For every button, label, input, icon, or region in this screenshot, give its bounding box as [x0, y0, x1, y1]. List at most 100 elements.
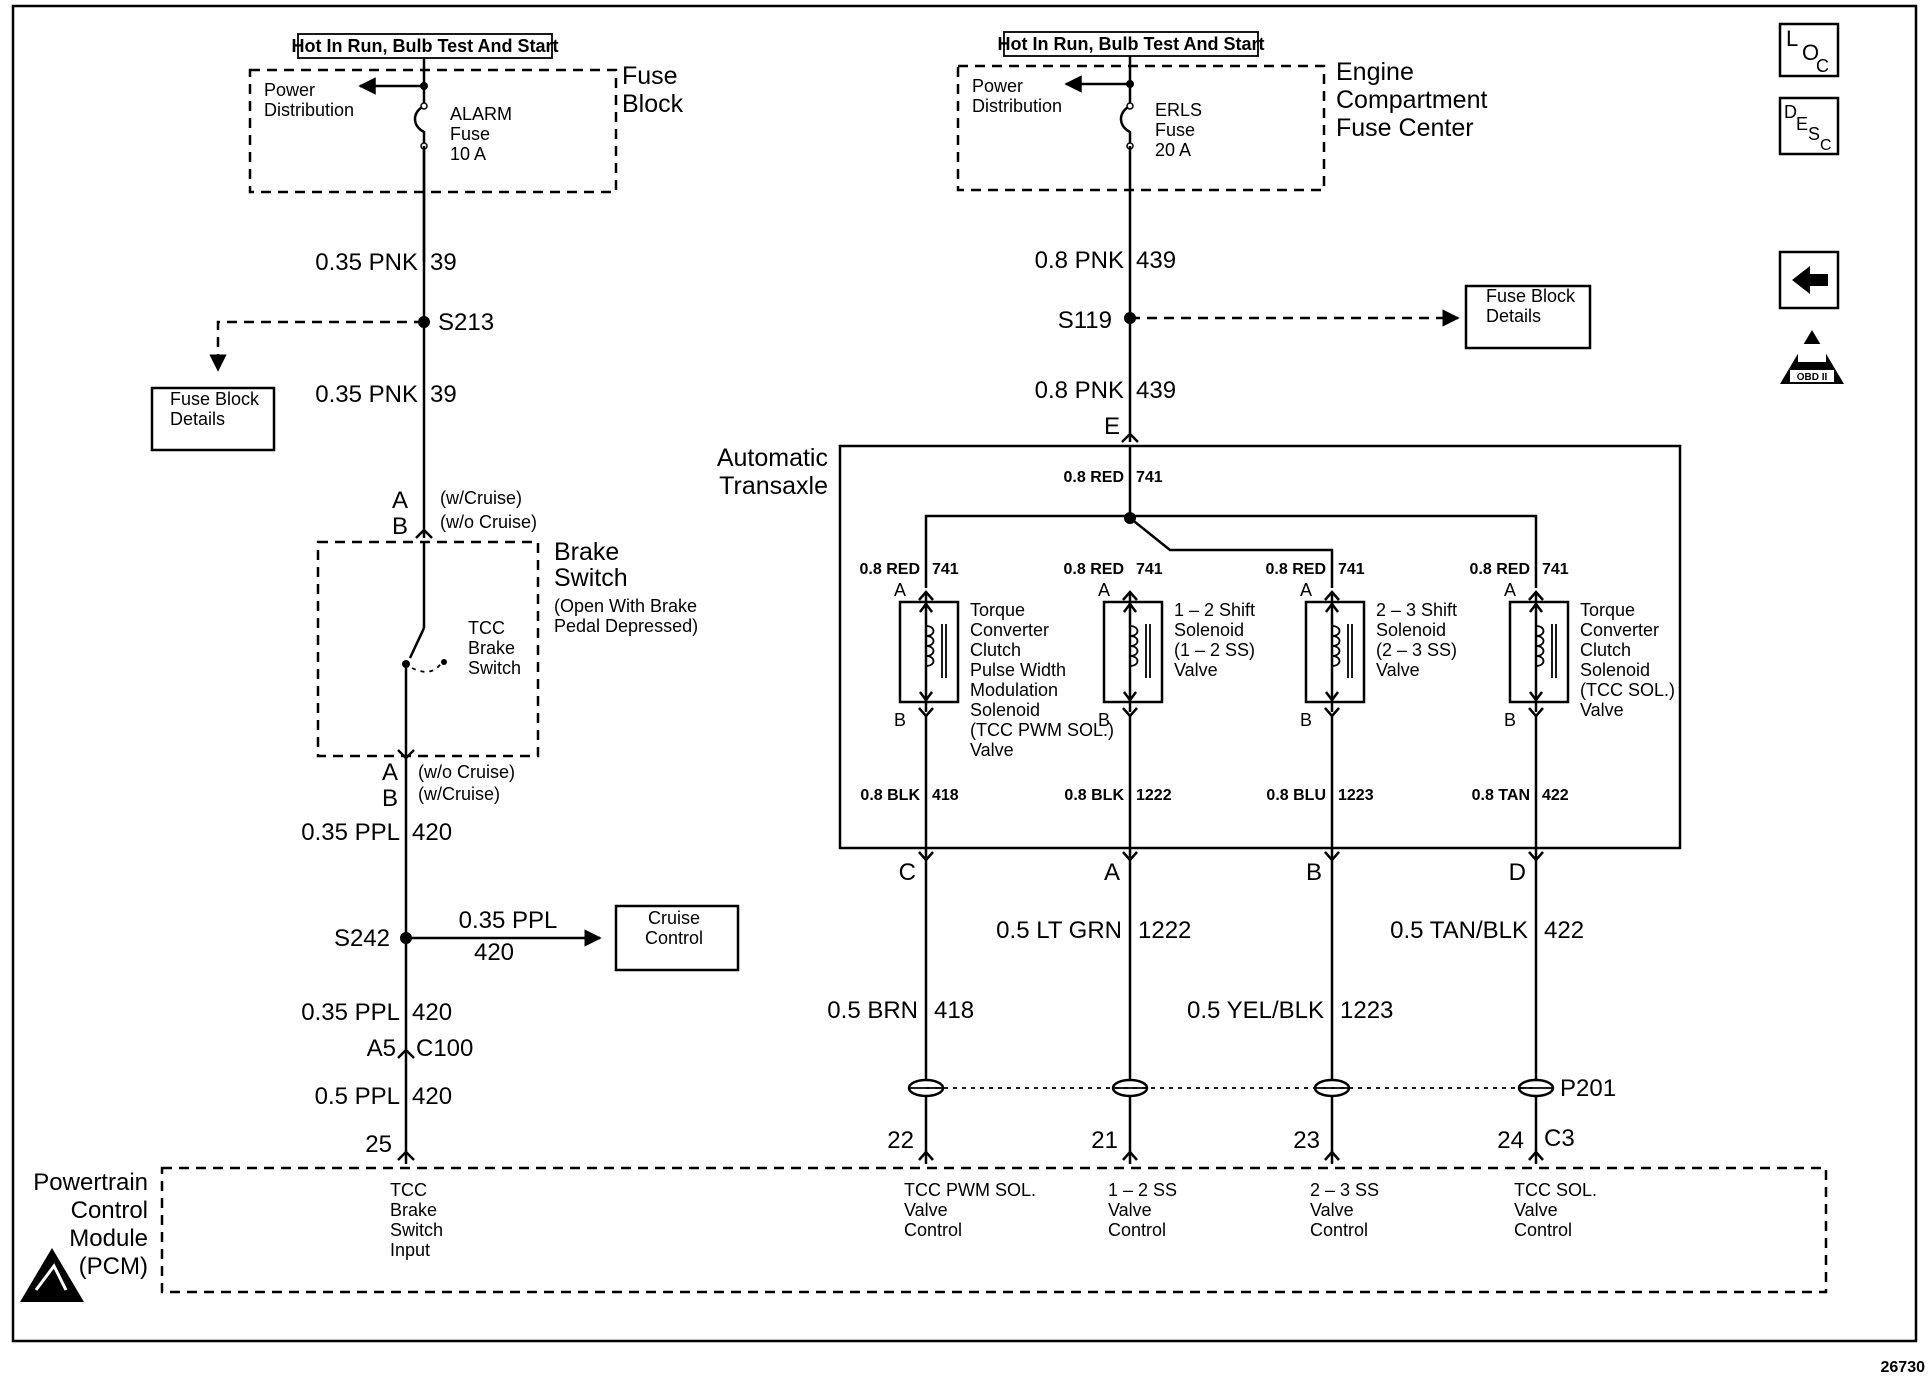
solenoid-ground-circuit: 422 — [1542, 787, 1569, 804]
solenoid-label-line: Clutch — [970, 640, 1021, 660]
c100-pin: A5 — [367, 1035, 396, 1062]
pcm-pin-25: 25 — [365, 1131, 392, 1158]
solenoid-coil — [925, 625, 935, 667]
wire4-circuit: 420 — [412, 999, 452, 1026]
solenoid-ground-circuit: 1222 — [1136, 787, 1172, 804]
loc-icon[interactable]: L O C — [1778, 22, 1840, 78]
solenoid-pin-b: B — [1098, 710, 1110, 730]
solenoid-1 — [898, 590, 960, 1164]
solenoid-inner-arrow-up — [1529, 601, 1543, 613]
solenoid-label-line: Valve — [1580, 700, 1624, 720]
pcm-output-label: Valve — [904, 1200, 948, 1220]
wire5-label: 0.5 PPL — [315, 1083, 400, 1110]
svg-text:D: D — [1784, 102, 1797, 122]
pcm-title-4: (PCM) — [79, 1253, 148, 1280]
external-wire-circuit: 422 — [1544, 917, 1584, 944]
solenoid-inner-arrow-down — [1123, 691, 1137, 703]
wire2-circuit: 39 — [430, 381, 457, 408]
solenoid-ground-circuit: 418 — [932, 787, 959, 804]
solenoid-inner-arrow-up — [919, 601, 933, 613]
fuse-block-details-right-2: Details — [1486, 306, 1541, 326]
svg-text:C: C — [1820, 137, 1832, 154]
solenoid-inner-arrow-down — [1325, 691, 1339, 703]
solenoid-label-line: Converter — [1580, 620, 1659, 640]
solenoid-4 — [1508, 590, 1570, 1164]
solenoid-coil — [1331, 625, 1341, 667]
solenoid-pin-a: A — [1504, 580, 1516, 600]
feed-branch-23 — [1129, 517, 1334, 588]
desc-icon[interactable]: D E S C — [1778, 96, 1840, 156]
brake-switch-outline — [316, 540, 540, 758]
external-wire-circuit: 1223 — [1340, 997, 1393, 1024]
solenoid-label-line: (TCC PWM SOL.) — [970, 720, 1114, 740]
solenoid-feed-circuit: 741 — [932, 561, 959, 578]
external-wire-circuit: 418 — [934, 997, 974, 1024]
cruise-control-1: Cruise — [648, 908, 700, 928]
cruise-wire-circuit: 420 — [474, 939, 514, 966]
erls-terminal — [1126, 102, 1134, 110]
transaxle-out-pin: D — [1509, 859, 1526, 886]
brake-switch-note-1: (Open With Brake — [554, 596, 697, 616]
wire5-circuit: 420 — [412, 1083, 452, 1110]
pcm-pin-number: 23 — [1293, 1127, 1320, 1154]
solenoid-pin-b: B — [1300, 710, 1312, 730]
splice-s119-label: S119 — [1058, 307, 1112, 334]
switch-actuator — [411, 661, 443, 673]
efc-power-distribution-2: Distribution — [972, 96, 1062, 116]
brake-switch-note-2: Pedal Depressed) — [554, 616, 698, 636]
pcm-pin-connector — [1324, 1150, 1340, 1161]
solenoid-label-line: (TCC SOL.) — [1580, 680, 1675, 700]
solenoid-feed-circuit: 741 — [1542, 561, 1569, 578]
tcc-brake-switch-2: Brake — [468, 638, 515, 658]
brake-switch-title-2: Switch — [554, 564, 628, 592]
pcm-title-3: Module — [69, 1225, 148, 1252]
erls-fuse-name: ERLS — [1155, 100, 1202, 120]
switch-blade — [408, 627, 426, 659]
conn-top-b: B — [392, 513, 408, 540]
tcc-brake-switch-1: TCC — [468, 618, 505, 638]
solenoid-feed-label: 0.8 RED — [1266, 561, 1326, 578]
pcm-title-1: Powertrain — [33, 1169, 148, 1196]
pcm-input-2: Brake — [390, 1200, 437, 1220]
engine-fuse-center: Hot In Run, Bulb Test And Start Engine C… — [956, 31, 1487, 192]
r-wire2-circuit: 439 — [1136, 377, 1176, 404]
conn-bottom-b-note: (w/Cruise) — [418, 784, 500, 804]
efc-outline — [956, 64, 1326, 192]
solenoid-label-line: Modulation — [970, 680, 1058, 700]
pcm-pin-25-connector — [397, 1150, 415, 1161]
automatic-transaxle-box — [838, 444, 1682, 850]
brake-switch: Brake Switch (Open With Brake Pedal Depr… — [316, 538, 698, 758]
solenoid-label-line: Valve — [1174, 660, 1218, 680]
tcc-brake-switch-3: Switch — [468, 658, 521, 678]
svg-text:OBD II: OBD II — [1797, 372, 1828, 383]
p201-label: P201 — [1560, 1075, 1616, 1102]
c100-connector — [397, 1048, 415, 1059]
solenoid-label-line: Pulse Width — [970, 660, 1066, 680]
pcm-output-label: Valve — [1514, 1200, 1558, 1220]
solenoid-ground-circuit: 1223 — [1338, 787, 1374, 804]
obd-ii-icon[interactable]: OBD II — [1780, 330, 1844, 384]
back-arrow-icon[interactable] — [1778, 250, 1840, 310]
solenoid-label-line: Torque — [1580, 600, 1635, 620]
diagram-frame — [11, 4, 1918, 1343]
svg-text:L: L — [1786, 26, 1798, 51]
c3-label: C3 — [1544, 1125, 1575, 1152]
solenoid-feed-label: 0.8 RED — [1064, 561, 1124, 578]
pcm-output-label: TCC PWM SOL. — [904, 1180, 1036, 1200]
solenoid-body — [1102, 600, 1164, 704]
pcm-title-2: Control — [71, 1197, 148, 1224]
r-wire1-label: 0.8 PNK — [1035, 247, 1124, 274]
solenoid-feed-circuit: 741 — [1136, 561, 1163, 578]
power-distribution-1: Power — [264, 80, 315, 100]
solenoid-pin-a: A — [894, 580, 906, 600]
pcm-input-4: Input — [390, 1240, 430, 1260]
fuse-block-details-left — [150, 386, 276, 452]
transaxle-title-1: Automatic — [717, 444, 828, 472]
erls-fuse-word: Fuse — [1155, 120, 1195, 140]
conn-top-b-note: (w/o Cruise) — [440, 512, 537, 532]
solenoid-label-line: Solenoid — [1174, 620, 1244, 640]
solenoid-pin-a: A — [1098, 580, 1110, 600]
solenoid-body — [1304, 600, 1366, 704]
solenoid-pin-b: B — [894, 710, 906, 730]
